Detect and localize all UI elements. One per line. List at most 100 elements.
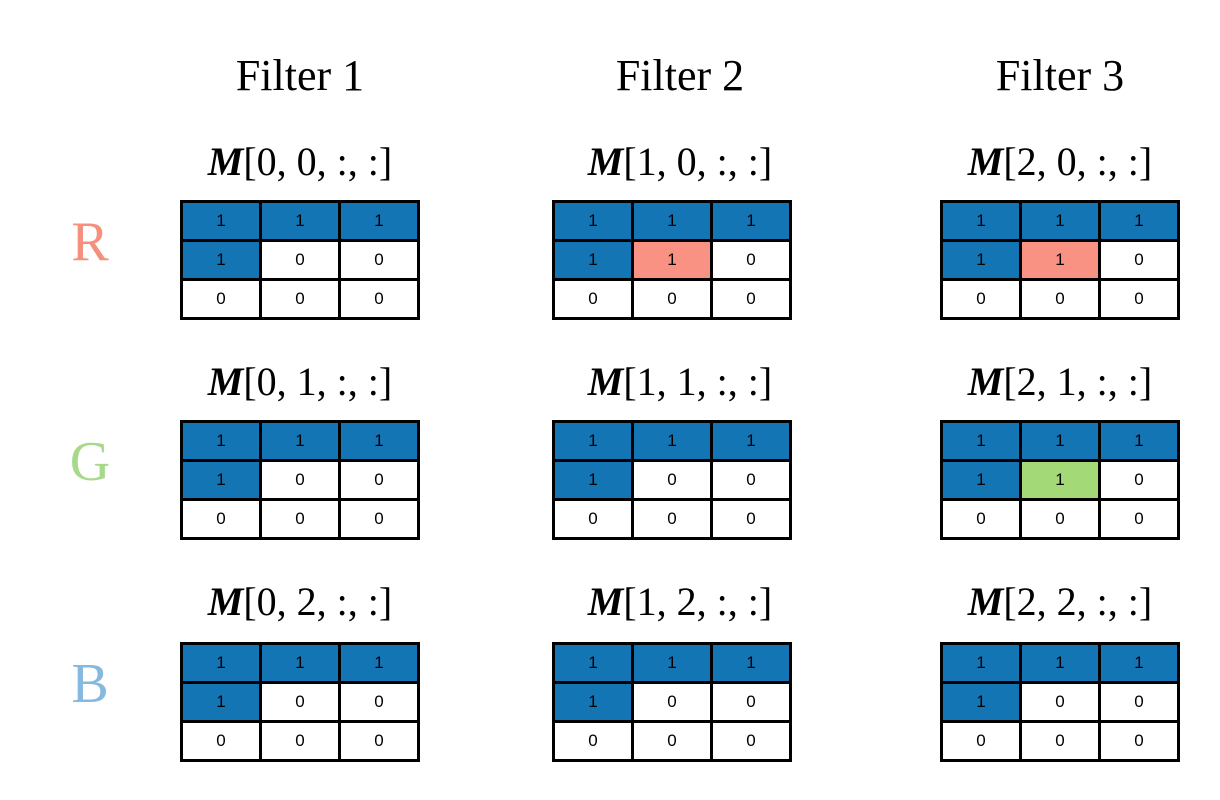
matrix-index: [0, 0, :, :]	[243, 139, 393, 184]
matrix-cell: 0	[341, 462, 417, 498]
matrix-cell: 0	[1022, 501, 1098, 537]
matrix-cell: 0	[183, 501, 259, 537]
matrix-cell: 1	[943, 645, 1019, 681]
matrix-label: M[2, 2, :, :]	[900, 578, 1220, 626]
matrix-cell: 0	[634, 462, 710, 498]
matrix-label: M[1, 0, :, :]	[520, 138, 840, 186]
matrix-cell: 0	[1022, 684, 1098, 720]
matrix-index: [0, 2, :, :]	[243, 579, 393, 624]
filter-title-2: Filter 2	[615, 51, 745, 100]
matrix-cell: 1	[1101, 645, 1177, 681]
matrix-cell: 0	[634, 723, 710, 759]
filter-title-3: Filter 3	[995, 51, 1125, 100]
matrix-cell: 1	[555, 423, 631, 459]
matrix-cell: 1	[183, 242, 259, 278]
matrix-cell: 1	[1101, 203, 1177, 239]
matrix-cell: 0	[1101, 281, 1177, 317]
matrix-cell: 1	[555, 203, 631, 239]
matrix-cell: 1	[713, 423, 789, 459]
matrix-cell: 0	[713, 242, 789, 278]
matrix-cell: 0	[634, 281, 710, 317]
matrix-cell: 0	[555, 723, 631, 759]
matrix-index: [2, 1, :, :]	[1003, 359, 1153, 404]
matrix-cell: 1	[1022, 645, 1098, 681]
matrix-cell: 0	[713, 501, 789, 537]
matrix-cell: 0	[555, 501, 631, 537]
matrix-cell: 0	[1101, 501, 1177, 537]
matrix-cell: 1	[943, 462, 1019, 498]
matrix-cell: 1	[943, 423, 1019, 459]
matrix-cell: 1	[555, 684, 631, 720]
matrix-index: [2, 0, :, :]	[1003, 139, 1153, 184]
matrix-cell: 1	[183, 684, 259, 720]
matrix-cell: 0	[713, 462, 789, 498]
matrix-cell: 0	[1101, 242, 1177, 278]
matrix-cell: 0	[262, 462, 338, 498]
matrix-cell: 1	[713, 645, 789, 681]
matrix-label: M[0, 0, :, :]	[140, 138, 460, 186]
matrix-cell: 0	[713, 684, 789, 720]
matrix-cell: 1	[1022, 242, 1098, 278]
matrix-cell: 1	[943, 203, 1019, 239]
matrix-label: M[0, 1, :, :]	[140, 358, 460, 406]
matrix-cell: 1	[183, 462, 259, 498]
matrix-cell: 0	[943, 723, 1019, 759]
matrix-index: [1, 2, :, :]	[623, 579, 773, 624]
matrix-cell: 1	[183, 203, 259, 239]
matrix-cell: 0	[1101, 462, 1177, 498]
matrix-label: M[2, 0, :, :]	[900, 138, 1220, 186]
matrix-cell: 0	[262, 281, 338, 317]
matrix-cell: 1	[341, 203, 417, 239]
matrix-index: [0, 1, :, :]	[243, 359, 393, 404]
matrix-cell: 0	[262, 684, 338, 720]
matrix-cell: 0	[555, 281, 631, 317]
matrix-cell: 1	[1022, 462, 1098, 498]
matrix-cell: 1	[555, 462, 631, 498]
matrix-cell: 1	[1022, 203, 1098, 239]
matrix-symbol: M	[587, 359, 624, 404]
matrix-symbol: M	[587, 579, 624, 624]
matrix-cell: 0	[1101, 684, 1177, 720]
matrix-label: M[1, 1, :, :]	[520, 358, 840, 406]
matrix-cell: 0	[943, 501, 1019, 537]
matrix-cell: 1	[1022, 423, 1098, 459]
matrix-label: M[0, 2, :, :]	[140, 578, 460, 626]
matrix-index: [2, 2, :, :]	[1003, 579, 1153, 624]
matrix-cell: 0	[713, 281, 789, 317]
matrix-cell: 1	[634, 423, 710, 459]
matrix-cell: 1	[943, 684, 1019, 720]
channel-label-b: B	[71, 653, 109, 715]
matrix-cell: 0	[262, 501, 338, 537]
matrix-symbol: M	[207, 359, 244, 404]
matrix-symbol: M	[967, 359, 1004, 404]
matrix-cell: 0	[341, 242, 417, 278]
channel-label-g: G	[69, 431, 111, 493]
matrix-symbol: M	[587, 139, 624, 184]
matrix-cell: 1	[634, 645, 710, 681]
matrix-symbol: M	[207, 579, 244, 624]
matrix-cell: 1	[183, 645, 259, 681]
filter-title-1: Filter 1	[235, 51, 365, 100]
matrix-cell: 1	[262, 423, 338, 459]
matrix-cell: 0	[341, 281, 417, 317]
matrix-cell: 1	[341, 423, 417, 459]
matrix-cell: 1	[341, 645, 417, 681]
matrix-cell: 1	[1101, 423, 1177, 459]
matrix-symbol: M	[967, 139, 1004, 184]
matrix-cell: 0	[341, 723, 417, 759]
channel-label-r: R	[71, 211, 109, 273]
matrix-symbol: M	[967, 579, 1004, 624]
matrix-cell: 0	[341, 501, 417, 537]
matrix-cell: 1	[634, 203, 710, 239]
matrix-cell: 1	[262, 645, 338, 681]
matrix-cell: 1	[555, 645, 631, 681]
matrix-cell: 0	[341, 684, 417, 720]
